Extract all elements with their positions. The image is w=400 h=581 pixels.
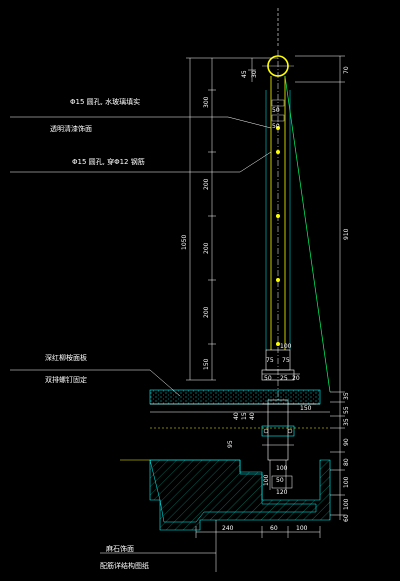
dim-post-20: 20 — [292, 375, 300, 382]
dim-right-55: 55 — [343, 406, 350, 414]
dim-base-100b: 100 — [263, 474, 270, 486]
dim-bottom-240: 240 — [222, 525, 234, 532]
post-anchor — [261, 349, 295, 490]
dim-left-1050: 1050 — [181, 235, 188, 250]
hole-dot — [276, 342, 280, 346]
label-stone-finish: 麻石饰面 — [106, 544, 134, 553]
hole-dot — [276, 278, 280, 282]
dim-base-15: 15 — [241, 412, 248, 420]
hole-dot — [276, 150, 280, 154]
stone-base — [120, 459, 331, 531]
dim-right-100a: 100 — [343, 476, 350, 488]
dim-post-75b: 75 — [282, 357, 290, 364]
dim-post-25: 25 — [280, 375, 288, 382]
hole-dot — [276, 126, 280, 130]
dim-right-35b: 35 — [343, 418, 350, 426]
dim-left-200a: 200 — [203, 178, 210, 190]
dim-post-50c: 50 — [264, 375, 272, 382]
dim-base-100: 100 — [276, 465, 288, 472]
dim-bottom-60: 60 — [270, 525, 278, 532]
label-rebar-note: 配筋详结构图纸 — [100, 561, 149, 570]
dim-top-30: 30 — [251, 70, 258, 78]
deck-plank — [149, 389, 330, 429]
label-hole-sealant: Φ15 圆孔, 水玻璃填实 — [70, 97, 140, 106]
dim-right-60: 60 — [343, 514, 350, 522]
dimension-lines — [186, 55, 345, 538]
dim-right-70: 70 — [343, 66, 350, 74]
brace-line — [284, 75, 331, 393]
label-wood-plank: 深红柳桉面板 — [45, 353, 87, 362]
dim-left-300: 300 — [203, 96, 210, 108]
dim-post-50b: 50 — [272, 123, 280, 130]
dim-base-40a: 40 — [233, 412, 240, 420]
dim-top-45: 45 — [241, 70, 248, 78]
label-bolt-fix: 双排螺钉固定 — [45, 375, 87, 384]
dim-base-50: 50 — [276, 477, 284, 484]
leader-lines — [10, 116, 272, 572]
dim-right-90: 90 — [343, 438, 350, 446]
dim-right-35a: 35 — [343, 392, 350, 400]
dim-post-100: 100 — [280, 343, 292, 350]
dim-post-50a: 50 — [272, 107, 280, 114]
dim-post-75a: 75 — [266, 357, 274, 364]
dim-base-95: 95 — [227, 440, 234, 448]
dim-right-80: 80 — [343, 458, 350, 466]
dim-bottom-100: 100 — [296, 525, 308, 532]
dim-left-200b: 200 — [203, 242, 210, 254]
dim-left-200c: 200 — [203, 306, 210, 318]
dim-base-40b: 40 — [249, 412, 256, 420]
label-clear-finish: 透明清漆饰面 — [50, 124, 92, 133]
baluster — [265, 50, 331, 400]
dim-right-910: 910 — [343, 228, 350, 240]
label-hole-rebar: Φ15 圆孔, 穿Φ12 钢筋 — [72, 157, 145, 166]
dim-right-100b: 100 — [343, 498, 350, 510]
hole-dot — [276, 214, 280, 218]
dim-post-150: 150 — [300, 405, 312, 412]
dim-base-120: 120 — [276, 489, 288, 496]
dim-left-150: 150 — [203, 358, 210, 370]
